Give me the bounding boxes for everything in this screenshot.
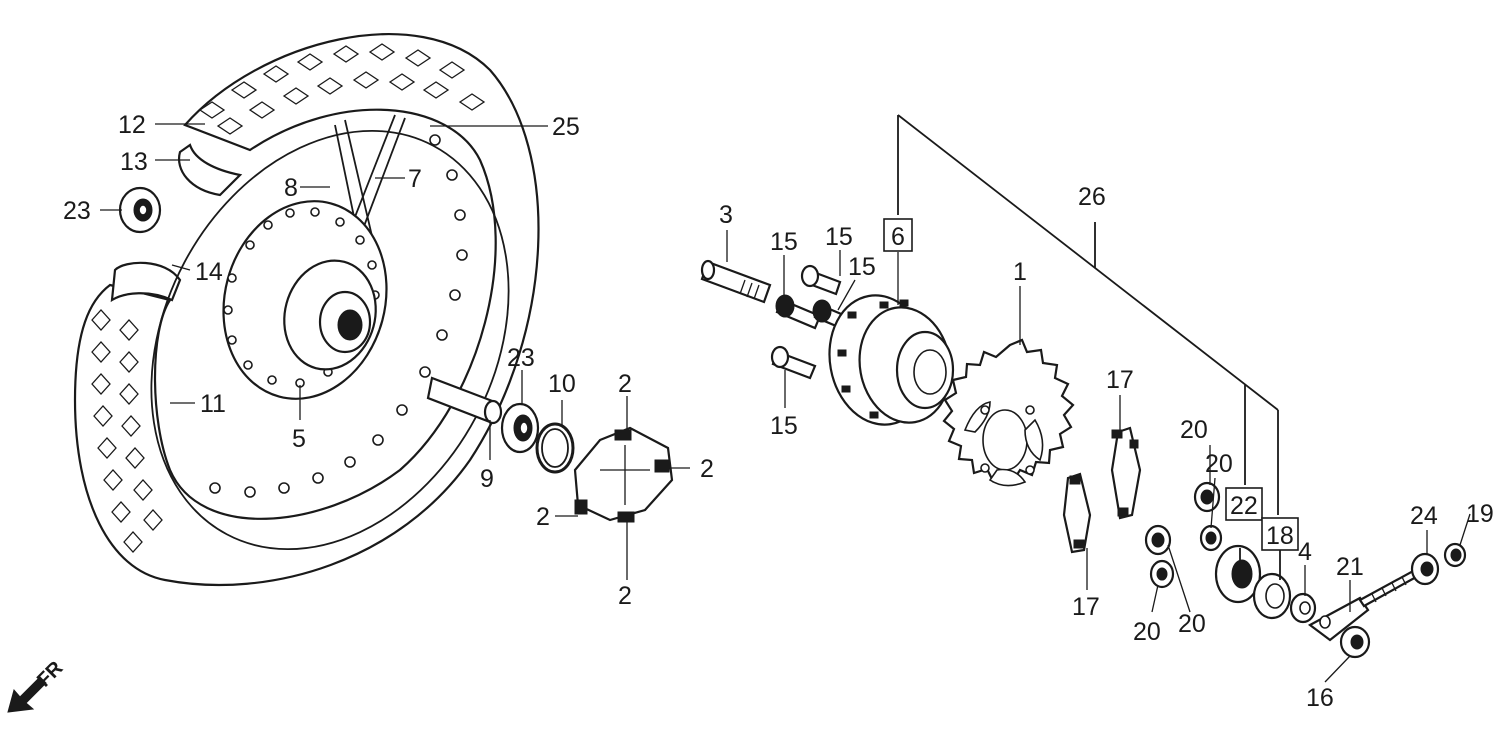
seal-18 — [1252, 572, 1292, 620]
label-7: 7 — [408, 165, 422, 193]
nut-24 — [1410, 552, 1440, 586]
label-26: 26 — [1078, 183, 1106, 211]
label-16: 16 — [1306, 684, 1334, 712]
label-21: 21 — [1336, 553, 1364, 581]
nut-16 — [1339, 625, 1371, 659]
label-24: 24 — [1410, 502, 1438, 530]
label-5: 5 — [292, 425, 306, 453]
label-4: 4 — [1298, 538, 1312, 566]
label-17-lower: 17 — [1072, 593, 1100, 621]
label-2-top: 2 — [618, 370, 632, 398]
wheel-hub — [222, 200, 388, 400]
part-labels: 12 13 23 14 11 8 7 25 5 9 23 10 2 2 2 2 … — [63, 111, 1494, 712]
assembly-bracket — [897, 114, 1281, 580]
bearing-23-center — [500, 402, 540, 454]
label-6: 6 — [891, 223, 905, 251]
lock-plate-17-upper — [1110, 426, 1142, 520]
label-13: 13 — [120, 148, 148, 176]
tyre-cut-bottom — [110, 261, 182, 303]
label-20-b: 20 — [1205, 450, 1233, 478]
label-9: 9 — [480, 465, 494, 493]
label-17-upper: 17 — [1106, 366, 1134, 394]
label-14: 14 — [195, 258, 223, 286]
label-3: 3 — [719, 201, 733, 229]
sprocket-1 — [942, 338, 1075, 487]
label-15-a: 15 — [770, 228, 798, 256]
tyre-cut-top — [177, 143, 243, 197]
rim-spoke-holes — [209, 134, 468, 498]
wheel-assembly — [73, 33, 540, 587]
bearing-22 — [1214, 544, 1262, 604]
label-20-a: 20 — [1180, 416, 1208, 444]
damper-rubbers-2 — [573, 426, 674, 523]
label-15-c: 15 — [848, 253, 876, 281]
bolts-15 — [770, 264, 862, 380]
label-11: 11 — [200, 390, 226, 418]
label-10: 10 — [548, 370, 576, 398]
label-8: 8 — [284, 174, 298, 202]
arrow-down-left-icon — [7, 676, 47, 713]
label-2-left: 2 — [536, 503, 550, 531]
o-ring-10 — [535, 422, 575, 474]
label-25: 25 — [552, 113, 580, 141]
tyre — [73, 33, 540, 587]
box-6 — [883, 218, 913, 252]
label-2-bottom: 2 — [618, 582, 632, 610]
tread-pattern — [91, 43, 486, 553]
label-18: 18 — [1266, 522, 1294, 550]
cap-nut-19 — [1443, 542, 1467, 568]
label-1: 1 — [1013, 258, 1027, 286]
bearing-23-left — [118, 186, 162, 234]
sprocket-hub-6 — [828, 294, 955, 426]
collar-4 — [1289, 592, 1317, 624]
box-18 — [1261, 517, 1299, 551]
label-19: 19 — [1466, 500, 1494, 528]
nuts-20 — [1144, 481, 1223, 589]
label-23-left: 23 — [63, 197, 91, 225]
label-15-d: 15 — [770, 412, 798, 440]
front-direction-marker: FR — [7, 657, 68, 713]
label-12: 12 — [118, 111, 146, 139]
lock-plate-17-lower — [1062, 472, 1092, 554]
bolt-3 — [700, 259, 772, 304]
label-23-center: 23 — [507, 344, 535, 372]
label-20-c: 20 — [1133, 618, 1161, 646]
label-15-b: 15 — [825, 223, 853, 251]
label-20-d: 20 — [1178, 610, 1206, 638]
label-22: 22 — [1230, 492, 1258, 520]
box-22 — [1225, 487, 1263, 521]
label-2-right: 2 — [700, 455, 714, 483]
leader-lines — [100, 123, 1471, 683]
